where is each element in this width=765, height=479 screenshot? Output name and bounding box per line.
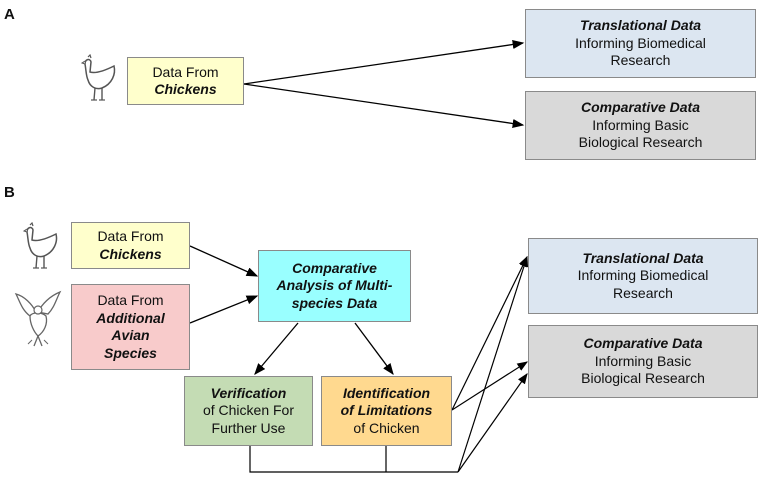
verification-line2: Further Use	[211, 419, 286, 436]
panel-b-comparative-box: Comparative Data Informing Basic Biologi…	[528, 325, 758, 398]
translational-line1: Informing Biomedical	[575, 34, 706, 51]
translational-title: Translational Data	[582, 249, 704, 266]
limitations-title1: Identification	[342, 384, 431, 401]
chickens-line1: Data From	[152, 63, 219, 80]
panel-a-comparative-box: Comparative Data Informing Basic Biologi…	[525, 91, 756, 160]
comparative-title: Comparative Data	[580, 99, 701, 116]
panel-b-chickens-box: Data From Chickens	[71, 222, 190, 269]
panel-b-avian-box: Data From Additional Avian Species	[71, 284, 190, 370]
verification-line1: of Chicken For	[202, 402, 295, 419]
translational-title: Translational Data	[579, 17, 702, 34]
verification-title: Verification	[210, 384, 287, 401]
arrow-analysis-to-verification	[254, 322, 299, 375]
panel-b-limitations-box: Identification of Limitations of Chicken	[321, 376, 452, 446]
arrow-chickens-to-analysis	[189, 245, 259, 277]
panel-b-label: B	[4, 184, 15, 201]
analysis-line1: Comparative	[292, 259, 377, 276]
bird-icon	[14, 290, 62, 347]
arrow-a-to-translational	[243, 40, 525, 85]
avian-line4: Species	[104, 344, 157, 361]
chickens-line1: Data From	[97, 228, 164, 244]
panel-a-translational-box: Translational Data Informing Biomedical …	[525, 9, 756, 78]
arrow-limitations-to-translational	[451, 255, 528, 411]
limitations-title2: of Limitations	[340, 402, 433, 419]
bottom-connector	[249, 446, 458, 473]
translational-line1: Informing Biomedical	[577, 267, 709, 284]
avian-line1: Data From	[97, 292, 164, 308]
chickens-line2: Chickens	[99, 245, 162, 262]
comparative-line1: Informing Basic	[594, 352, 692, 369]
panel-b-analysis-box: Comparative Analysis of Multi- species D…	[258, 250, 411, 322]
analysis-line2: Analysis of Multi-	[276, 277, 393, 294]
translational-line2: Research	[613, 284, 673, 301]
panel-b-verification-box: Verification of Chicken For Further Use	[184, 376, 313, 446]
chicken-icon	[80, 54, 116, 101]
limitations-line1: of Chicken	[353, 419, 420, 436]
translational-line2: Research	[610, 52, 671, 69]
arrow-limitations-to-comparative	[451, 361, 529, 411]
arrow-bottom-to-comparative	[457, 373, 528, 473]
panel-b-translational-box: Translational Data Informing Biomedical …	[528, 238, 758, 314]
comparative-line1: Informing Basic	[592, 116, 689, 133]
comparative-line2: Biological Research	[581, 370, 705, 387]
avian-line3: Avian	[111, 327, 150, 343]
panel-a-label: A	[4, 6, 15, 23]
avian-line2: Additional	[96, 309, 165, 326]
panel-a-chickens-box: Data From Chickens	[127, 57, 244, 105]
arrow-avian-to-analysis	[189, 295, 259, 324]
arrow-a-to-comparative	[243, 83, 525, 128]
arrow-analysis-to-limitations	[354, 322, 394, 376]
analysis-line3: species Data	[291, 294, 378, 311]
chicken-icon	[22, 222, 58, 269]
comparative-line2: Biological Research	[578, 134, 703, 151]
arrow-bottom-to-translational	[457, 255, 529, 473]
comparative-title: Comparative Data	[583, 335, 703, 352]
chickens-line2: Chickens	[154, 81, 217, 97]
